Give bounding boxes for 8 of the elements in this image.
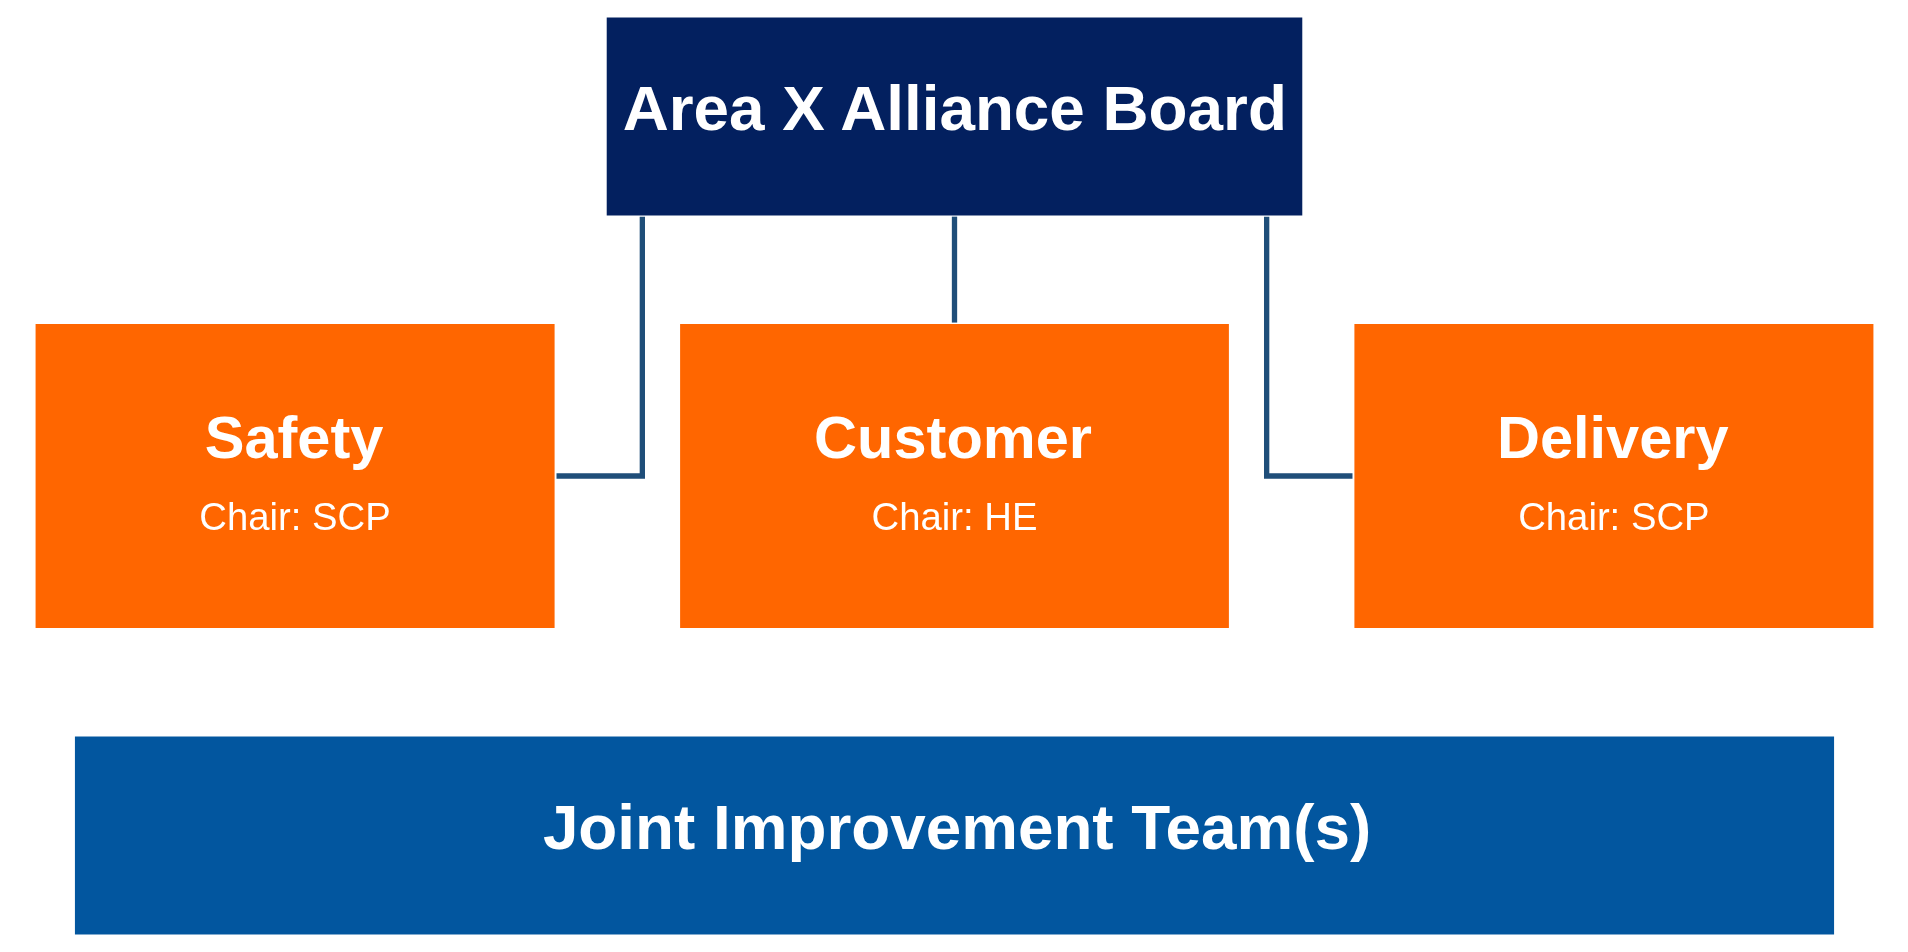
connector (556, 216, 645, 479)
node-box: Customer Chair: HE (677, 321, 1231, 631)
node-box: Area X Alliance Board (604, 15, 1304, 218)
node-box: Delivery Chair: SCP (1351, 321, 1876, 631)
node-box: Joint Improvement Team(s) (72, 734, 1836, 937)
connector (951, 216, 957, 323)
connector (1263, 216, 1352, 479)
node-box: Safety Chair: SCP (32, 321, 557, 631)
